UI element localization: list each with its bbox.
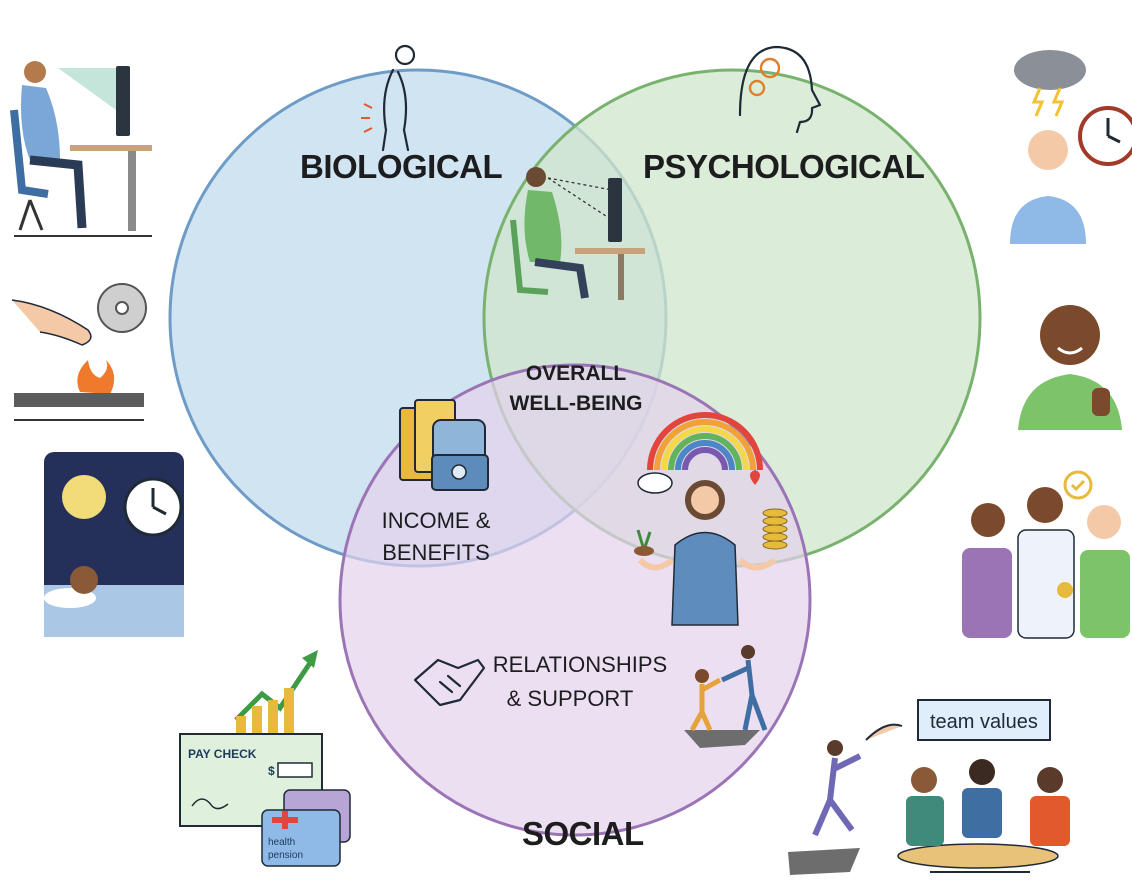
dollar-sign: $	[268, 764, 275, 778]
team-values-illustration: team values	[788, 699, 1070, 875]
social-title: SOCIAL	[522, 815, 644, 852]
stressed-person-illustration	[1010, 50, 1132, 244]
handshake-icon	[413, 658, 486, 707]
head-gears-icon	[738, 45, 822, 134]
well-being-line1: OVERALL	[526, 362, 627, 385]
pay-check-label: PAY CHECK	[188, 747, 257, 761]
psychological-title: PSYCHOLOGICAL	[643, 148, 925, 185]
back-pain-icon	[361, 44, 416, 152]
colleagues-ribbon-illustration	[962, 470, 1130, 639]
biological-title: BIOLOGICAL	[300, 148, 502, 185]
hand-saw-fire-illustration	[11, 283, 147, 421]
well-being-line2: WELL-BEING	[510, 392, 643, 415]
folders-bag-icon	[399, 399, 489, 491]
income-line1: INCOME &	[382, 508, 491, 533]
income-line2: BENEFITS	[382, 540, 490, 565]
rainbow-woman-icon	[634, 412, 788, 626]
health-card-text-1: health	[268, 837, 295, 848]
relationships-line2: & SUPPORT	[507, 686, 634, 711]
team-values-banner: team values	[930, 711, 1038, 733]
sleeping-woman-illustration	[44, 452, 184, 637]
paycheck-cards-illustration: PAY CHECK $ health pension	[179, 650, 351, 867]
man-at-desk-illustration	[10, 61, 152, 237]
health-card-text-2: pension	[268, 850, 303, 861]
person-at-desk-icon	[510, 167, 645, 300]
relationships-line1: RELATIONSHIPS	[493, 652, 667, 677]
helping-hand-cliff-icon	[684, 645, 768, 748]
smiling-man-illustration	[1018, 305, 1122, 430]
